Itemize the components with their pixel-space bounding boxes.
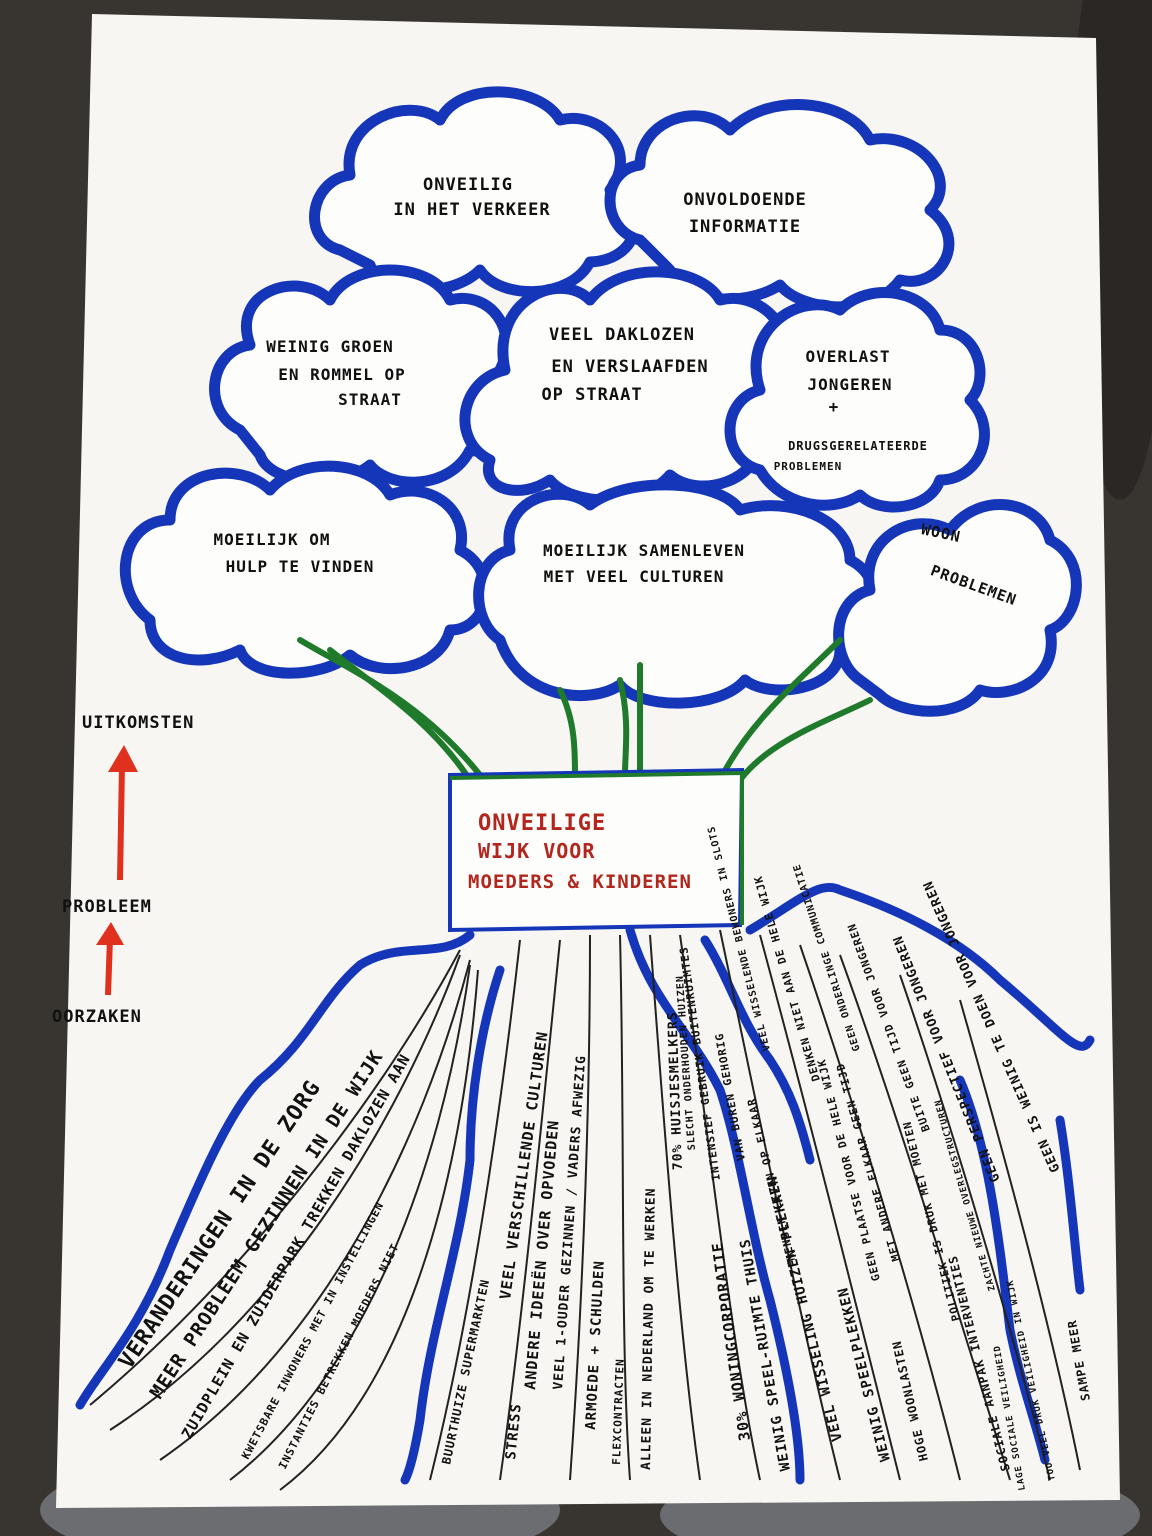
legend: UITKOMSTEN PROBLEEM OORZAKEN [52,713,194,1027]
cloud-daklozen-line1: VEEL DAKLOZEN [549,325,695,345]
trunk-line2: WIJK VOOR [478,839,595,863]
cloud-moeilijk-samenleven [473,479,881,709]
cloud-overlast-line5: PROBLEMEN [774,460,843,473]
trunk-line3: MOEDERS & KINDEREN [468,871,692,893]
legend-arrow-upper-head [108,745,138,772]
root-label-13: ALLEEN IN NEDERLAND OM TE WERKEN [639,1187,659,1470]
cloud-overlast-line1: OVERLAST [805,347,890,366]
cloud-labels: ONVEILIG IN HET VERKEER ONVOLDOENDE INFO… [214,175,1020,609]
cloud-onvoldoende-informatie-line1: ONVOLDOENDE [683,190,807,210]
root-label-14: 70% HUISJESMELKERS [665,1011,686,1170]
legend-uitkomsten: UITKOMSTEN [82,713,194,733]
cloud-moeilijk-samenleven-line1: MOEILIJK SAMENLEVEN [543,541,745,560]
cloud-daklozen-line2: EN VERSLAAFDEN [551,357,708,377]
legend-probleem: PROBLEEM [62,897,152,917]
cloud-weinig-groen-line1: WEINIG GROEN [266,337,394,356]
legend-arrow-lower-head [96,922,124,945]
cloud-weinig-groen [209,264,525,488]
cloud-onveilig-verkeer-line2: IN HET VERKEER [393,200,550,220]
legend-oorzaken: OORZAKEN [52,1007,142,1027]
trunk-line1: ONVEILIGE [478,811,606,836]
cloud-onveilig-verkeer [309,86,641,298]
legend-arrow-upper-shaft [117,764,125,881]
branches [297,637,873,783]
root-lines [89,929,1081,1491]
cloud-overlast-line3: + [829,397,840,416]
cloud-moeilijk-hulp [119,460,491,679]
cloud-daklozen-line3: OP STRAAT [541,385,642,405]
cloud-woon-problemen [833,499,1082,717]
cloud-weinig-groen-line2: EN ROMMEL OP [278,365,406,384]
cloud-onvoldoende-informatie-line2: INFORMATIE [689,217,801,237]
cloud-moeilijk-hulp-line2: HULP TE VINDEN [226,557,375,576]
cloud-overlast-line4: DRUGSGERELATEERDE [788,439,928,453]
cloud-moeilijk-hulp-line1: MOEILIJK OM [214,530,331,549]
cloud-weinig-groen-line3: STRAAT [338,390,402,409]
cloud-overlast-line2: JONGEREN [807,375,892,394]
cloud-onveilig-verkeer-line1: ONVEILIG [423,175,513,195]
canopy [119,86,1082,717]
root-label-8: STRESS [503,1402,525,1460]
cloud-onvoldoende-informatie [604,99,955,313]
legend-arrow-lower-shaft [105,937,113,996]
cloud-overlast-jongeren [724,287,990,513]
root-label-12: FLEXCONTRACTEN [610,1358,627,1465]
cloud-moeilijk-samenleven-line2: MET VEEL CULTUREN [544,567,725,586]
